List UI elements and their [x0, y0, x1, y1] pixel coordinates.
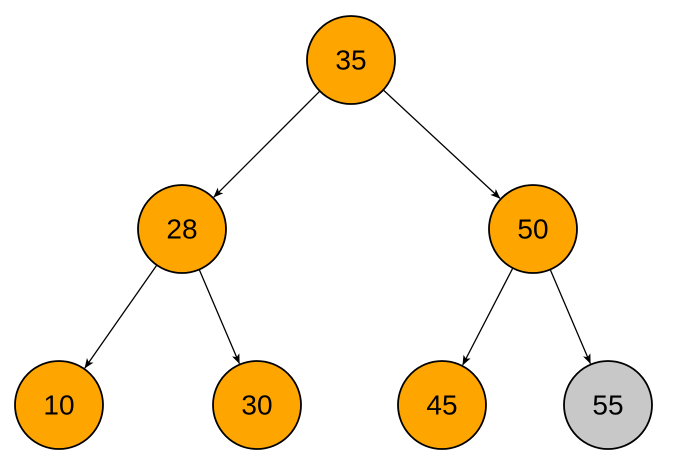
node-label-35: 35 — [335, 45, 366, 76]
tree-node-28: 28 — [137, 184, 227, 274]
tree-edge-n50-n55 — [549, 269, 591, 365]
node-circle-50 — [488, 184, 578, 274]
tree-edge-n28-n30 — [198, 269, 240, 365]
tree-edge-n35-n28 — [213, 90, 321, 198]
tree-node-50: 50 — [488, 184, 578, 274]
tree-edge-n50-n45 — [462, 267, 514, 366]
tree-node-35: 35 — [306, 15, 396, 105]
tree-edge-n28-n10 — [84, 264, 158, 369]
tree-node-10: 10 — [14, 360, 104, 450]
tree-node-45: 45 — [397, 360, 487, 450]
node-label-45: 45 — [426, 390, 457, 421]
tree-node-55: 55 — [563, 360, 653, 450]
node-label-30: 30 — [241, 390, 272, 421]
node-circle-28 — [137, 184, 227, 274]
tree-node-30: 30 — [212, 360, 302, 450]
node-circle-45 — [397, 360, 487, 450]
node-circle-55 — [563, 360, 653, 450]
node-circle-10 — [14, 360, 104, 450]
node-circle-35 — [306, 15, 396, 105]
node-label-28: 28 — [166, 214, 197, 245]
tree-edge-n35-n50 — [382, 89, 501, 199]
node-circle-30 — [212, 360, 302, 450]
node-label-50: 50 — [517, 214, 548, 245]
node-label-55: 55 — [592, 390, 623, 421]
node-label-10: 10 — [43, 390, 74, 421]
